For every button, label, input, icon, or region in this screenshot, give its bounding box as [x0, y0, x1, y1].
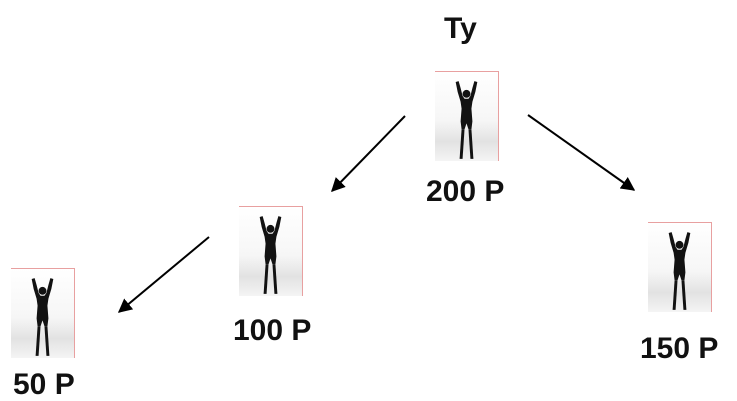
middle-left-person-photo: [239, 206, 303, 296]
top-person-photo: [435, 71, 499, 161]
person-arms-raised-silhouette-icon: [455, 81, 478, 159]
arrow-top-to-middle-left: [331, 115, 406, 193]
top-person-value: 200 P: [426, 175, 505, 208]
far-left-person-photo: [11, 268, 75, 358]
person-arms-raised-silhouette-icon: [668, 232, 691, 310]
right-person-photo: [648, 222, 712, 312]
person-arms-raised-silhouette-icon: [31, 278, 54, 356]
top-person-name: Ty: [444, 12, 477, 45]
right-person-value: 150 P: [640, 332, 719, 365]
arrow-middle-left-to-far-left: [117, 236, 210, 313]
middle-left-person-value: 100 P: [233, 314, 312, 347]
person-arms-raised-silhouette-icon: [259, 216, 282, 294]
far-left-person-value: 50 P: [13, 368, 75, 401]
arrow-top-to-right: [527, 114, 636, 191]
